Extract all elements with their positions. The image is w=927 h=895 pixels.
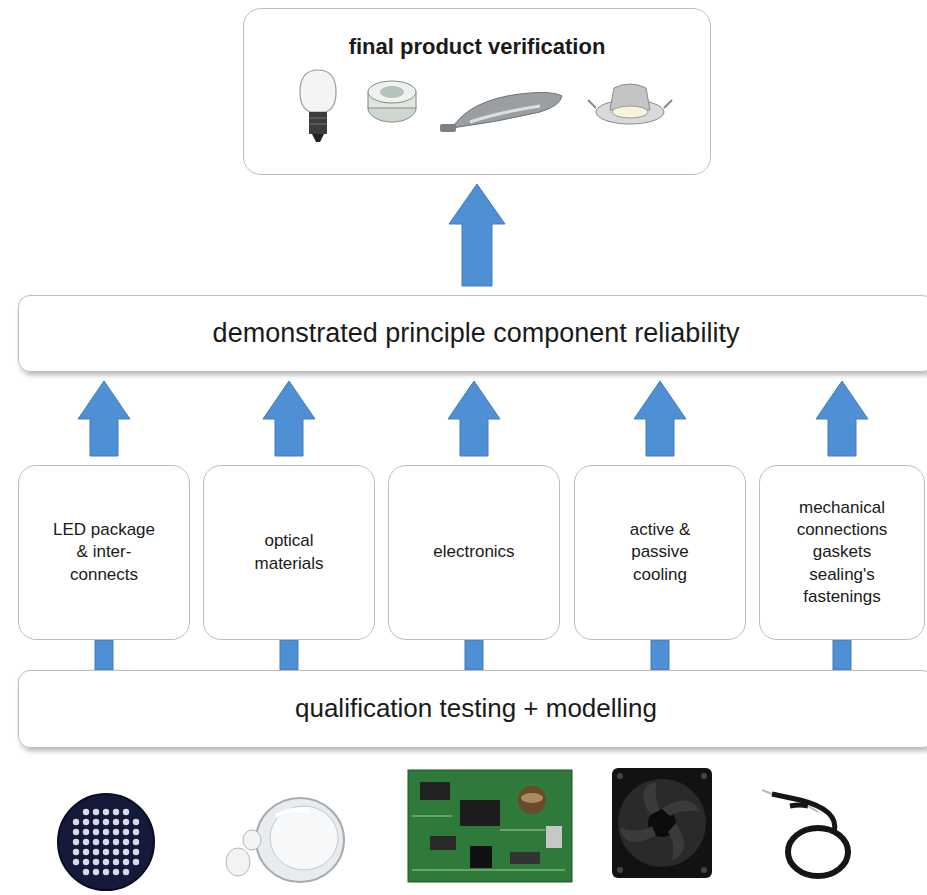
led-dot <box>93 839 99 845</box>
led-dot <box>103 819 109 825</box>
circuit-board-picture <box>408 770 572 882</box>
street-light-icon <box>440 92 562 132</box>
node-label: LED package & inter-connects <box>48 519 160 585</box>
led-dot <box>83 809 89 815</box>
block-arrow <box>816 381 868 456</box>
node-label: mechanical connections gaskets sealing's… <box>787 497 897 607</box>
node-label: demonstrated principle component reliabi… <box>213 316 740 351</box>
product-box: final product verification <box>243 8 711 175</box>
led-dot <box>113 829 119 835</box>
led-dot <box>73 849 79 855</box>
node-label: electronics <box>433 541 514 563</box>
led-dot <box>103 849 109 855</box>
led-dot <box>133 859 139 865</box>
led-dot <box>73 839 79 845</box>
node-label: active & passive cooling <box>615 519 705 585</box>
led-dot <box>103 859 109 865</box>
block-arrow <box>634 381 686 456</box>
fan-picture <box>612 768 712 878</box>
component-box: LED package & inter-connects <box>18 465 190 640</box>
component-box: active & passive cooling <box>574 465 746 640</box>
node-label: final product verification <box>349 33 606 62</box>
reliability-band: demonstrated principle component reliabi… <box>18 295 927 372</box>
led-dot <box>93 849 99 855</box>
cable-picture <box>762 790 848 876</box>
block-arrow <box>78 381 130 456</box>
led-dot <box>83 839 89 845</box>
led-dot <box>123 859 129 865</box>
led-dot <box>123 829 129 835</box>
block-arrow <box>449 184 505 286</box>
node-label: qualification testing + modelling <box>295 692 657 726</box>
led-dot <box>133 829 139 835</box>
led-dot <box>83 819 89 825</box>
led-dot <box>93 859 99 865</box>
lens-picture <box>226 798 344 882</box>
led-dot <box>93 809 99 815</box>
led-dot <box>113 809 119 815</box>
node-label: optical materials <box>244 530 334 574</box>
connector-bar <box>280 640 298 670</box>
led-dot <box>83 859 89 865</box>
led-dot <box>83 829 89 835</box>
led-dot <box>123 839 129 845</box>
led-dot <box>113 839 119 845</box>
downlight-icon <box>588 84 672 124</box>
led-dot <box>113 849 119 855</box>
led-dot <box>123 849 129 855</box>
module-icon <box>368 81 416 122</box>
led-dot <box>123 869 129 875</box>
led-dot <box>133 819 139 825</box>
led-dot <box>103 809 109 815</box>
bulb-icon <box>300 70 336 142</box>
connector-bar <box>833 640 851 670</box>
led-board-picture <box>58 794 154 890</box>
block-arrow <box>448 381 500 456</box>
led-dot <box>73 819 79 825</box>
block-arrow <box>263 381 315 456</box>
led-dot <box>113 819 119 825</box>
led-dot <box>103 829 109 835</box>
led-dot <box>73 859 79 865</box>
connector-bar <box>465 640 483 670</box>
component-box: optical materials <box>203 465 375 640</box>
component-box: electronics <box>388 465 560 640</box>
led-dot <box>133 849 139 855</box>
connector-bar <box>651 640 669 670</box>
led-dot <box>123 809 129 815</box>
led-dot <box>93 819 99 825</box>
led-dot <box>133 839 139 845</box>
led-dot <box>93 869 99 875</box>
testing-band: qualification testing + modelling <box>18 670 927 748</box>
led-dot <box>103 869 109 875</box>
led-dot <box>123 819 129 825</box>
led-dot <box>113 859 119 865</box>
led-dot <box>83 849 89 855</box>
led-dot <box>103 839 109 845</box>
led-dot <box>83 869 89 875</box>
led-dot <box>113 869 119 875</box>
connector-bar <box>95 640 113 670</box>
led-dot <box>93 829 99 835</box>
component-box: mechanical connections gaskets sealing's… <box>759 465 925 640</box>
led-dot <box>73 829 79 835</box>
